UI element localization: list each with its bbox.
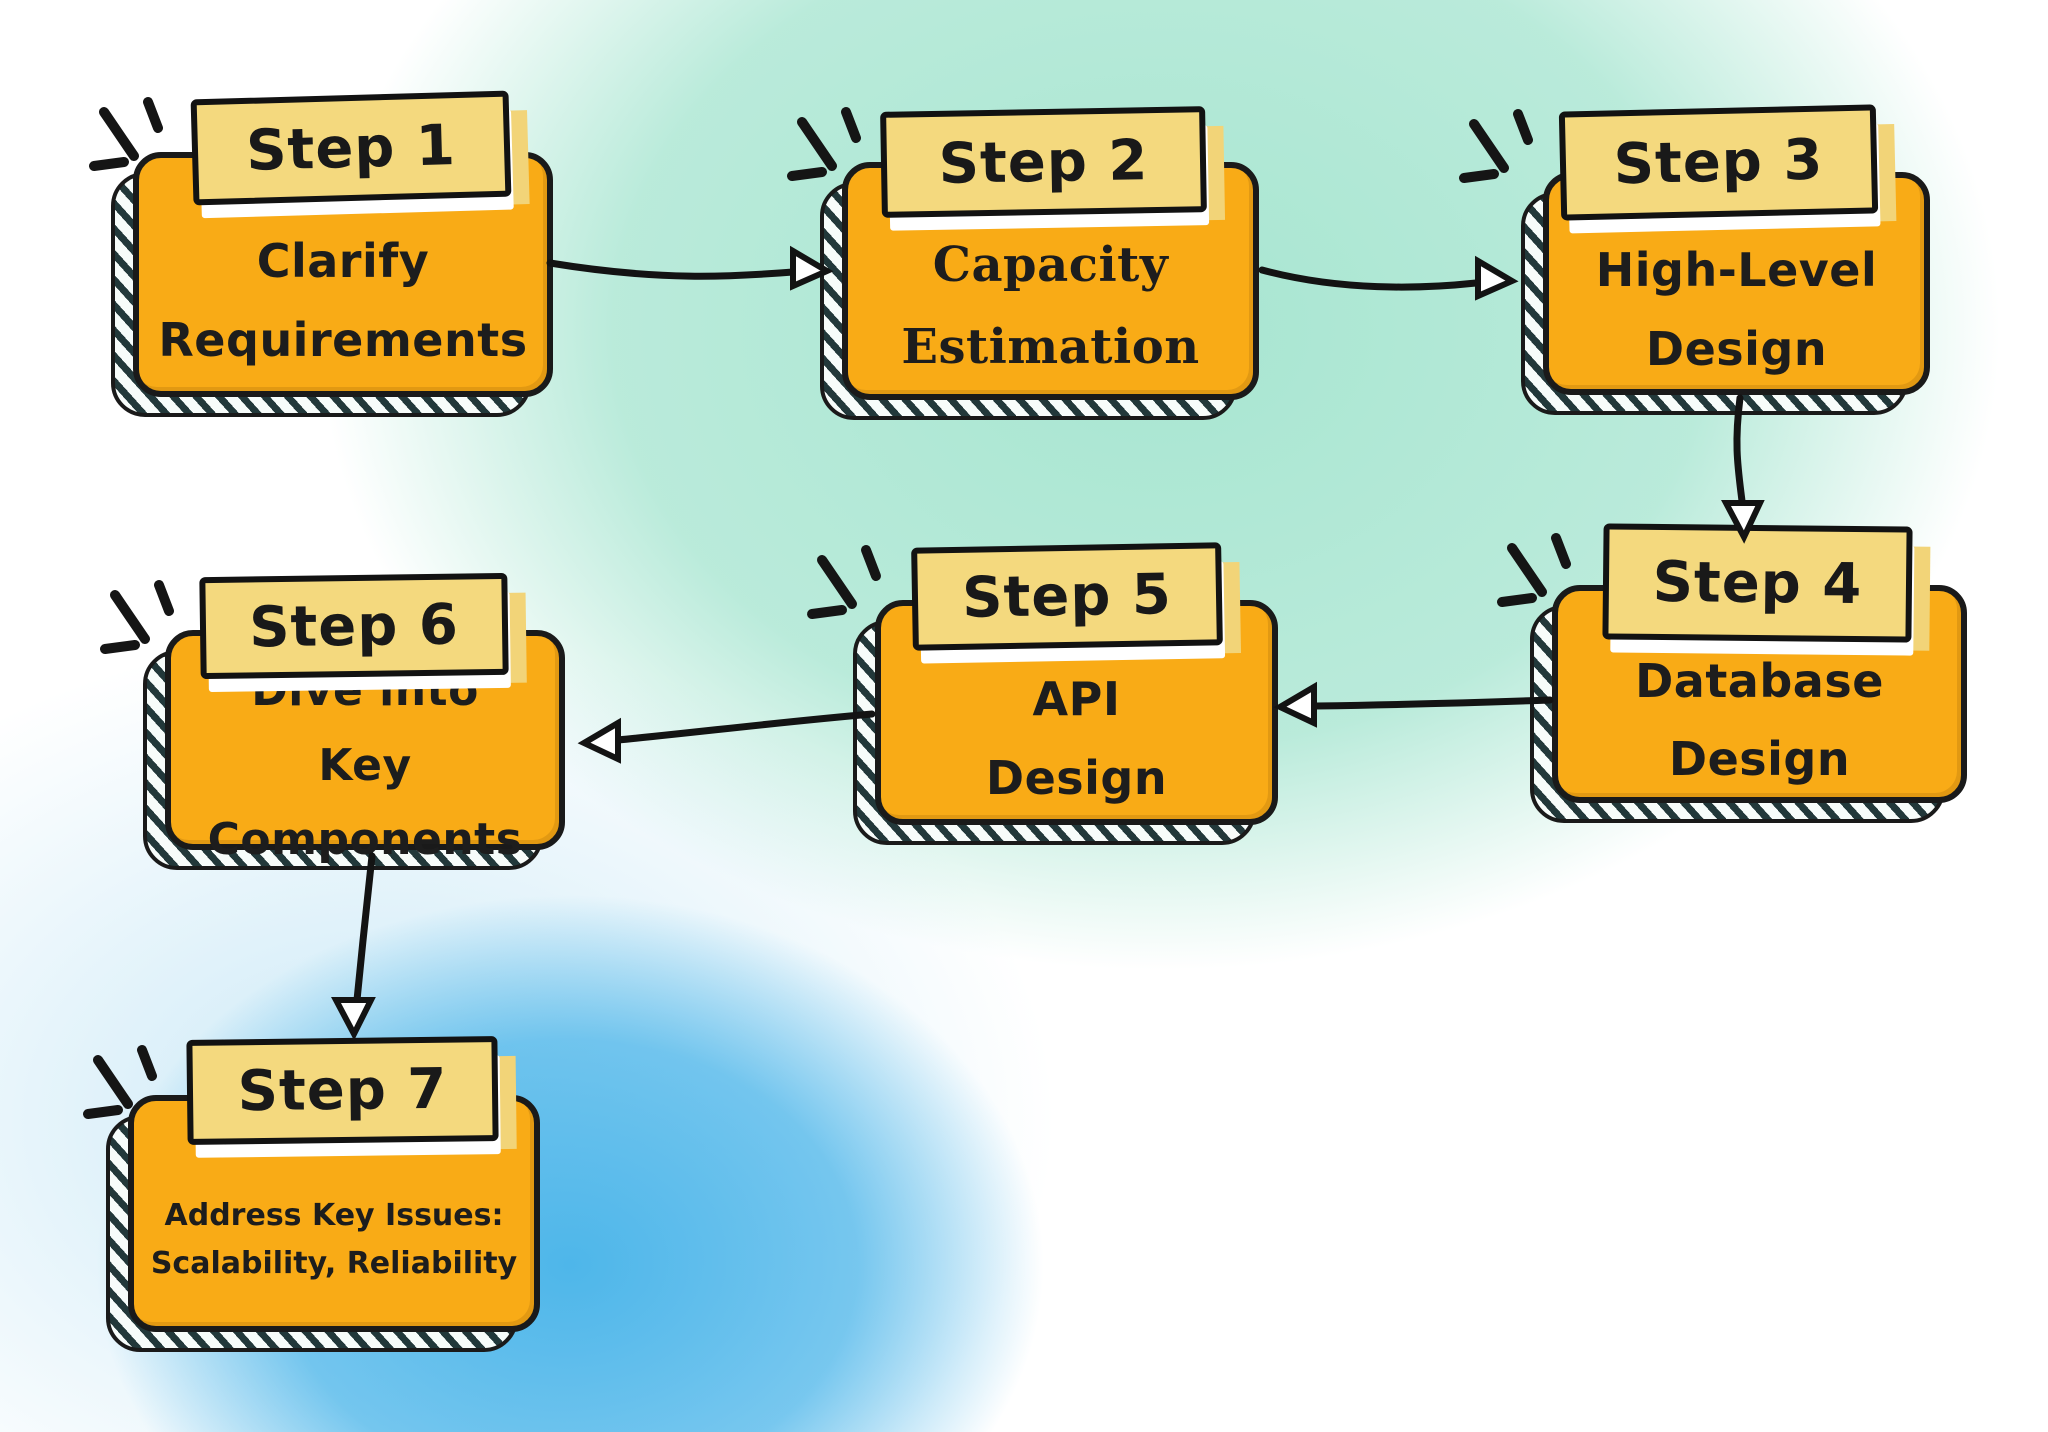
step-2-title-line-2: Estimation xyxy=(901,319,1200,375)
step-6-title-line-2: Key Components xyxy=(207,739,523,866)
step-5-sparkle-icon xyxy=(812,550,876,614)
step-3-title-line-1: High-Level xyxy=(1595,243,1878,298)
arrow-step-4-to-5 xyxy=(1273,681,1554,728)
step-6-sparkle-icon xyxy=(105,585,169,649)
step-1-title-line-1: Clarify xyxy=(256,234,430,289)
step-2-title-line-1: Capacity xyxy=(932,237,1169,294)
arrow-step-1-to-2 xyxy=(546,245,834,291)
step-3-title-line-2: Design xyxy=(1645,321,1828,376)
step-2-sparkle-icon xyxy=(792,112,856,176)
step-1-badge: Step 1 xyxy=(190,90,512,206)
step-2-badge: Step 2 xyxy=(880,106,1207,218)
step-5-title-line-1: API xyxy=(1032,672,1121,727)
arrow-step-3-to-4 xyxy=(1721,394,1765,544)
arrow-step-5-to-6 xyxy=(577,710,876,764)
step-6-badge: Step 6 xyxy=(199,572,509,680)
step-1-title-line-2: Requirements xyxy=(158,312,528,367)
step-5-badge: Step 5 xyxy=(911,542,1223,651)
step-4-title-line-2: Design xyxy=(1668,732,1851,786)
step-7-title-line-1: Address Key Issues: xyxy=(164,1197,504,1233)
step-3-badge: Step 3 xyxy=(1558,104,1879,221)
step-7-badge: Step 7 xyxy=(186,1036,499,1145)
step-4-sparkle-icon xyxy=(1502,538,1566,602)
step-7-title-line-2: Scalability, Reliability xyxy=(150,1245,518,1281)
arrow-step-2-to-3 xyxy=(1258,255,1519,301)
step-4-title-line-1: Database xyxy=(1635,653,1884,708)
step-4-badge: Step 4 xyxy=(1602,523,1913,643)
arrow-step-6-to-7 xyxy=(331,852,376,1041)
step-3-sparkle-icon xyxy=(1464,114,1528,178)
step-5-title-line-2: Design xyxy=(985,750,1168,805)
